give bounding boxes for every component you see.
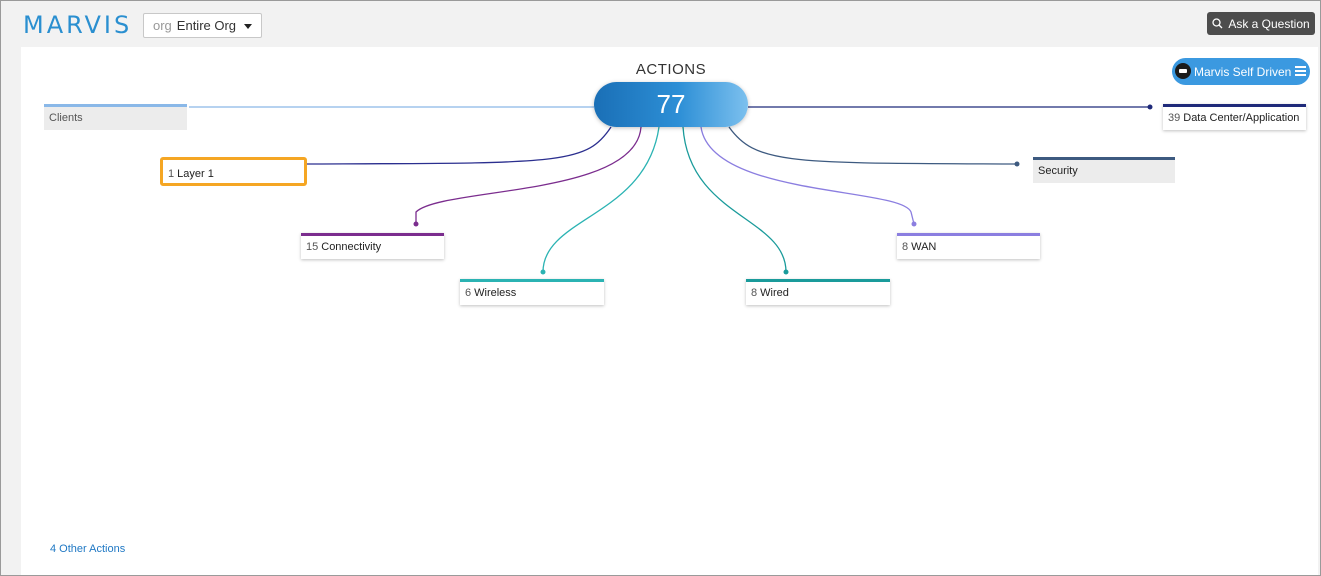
marvis-logo: MARVIS xyxy=(23,11,133,39)
ask-question-label: Ask a Question xyxy=(1228,16,1310,31)
category-label: Wired xyxy=(760,287,789,299)
total-actions-count[interactable]: 77 xyxy=(594,82,748,127)
link-connectivity xyxy=(415,126,642,224)
category-count: 8 xyxy=(751,287,758,299)
category-clients[interactable]: Clients xyxy=(44,104,187,130)
link-layer1 xyxy=(305,126,612,165)
category-security[interactable]: Security xyxy=(1033,157,1175,183)
connector-lines xyxy=(189,104,1153,275)
link-wireless xyxy=(542,126,660,273)
category-label: WAN xyxy=(911,241,937,253)
menu-icon xyxy=(1295,66,1306,76)
category-label: Clients xyxy=(49,112,83,124)
category-label: Connectivity xyxy=(321,241,382,253)
category-count: 15 xyxy=(306,241,319,253)
selection-highlight xyxy=(160,157,307,186)
category-label: Wireless xyxy=(474,287,517,299)
self-driven-label: Marvis Self Driven xyxy=(1194,64,1292,79)
category-label: Layer 1 xyxy=(177,168,214,180)
search-icon xyxy=(1212,18,1223,29)
category-count: 39 xyxy=(1168,112,1181,124)
other-actions-link[interactable]: 4 Other Actions xyxy=(50,543,126,555)
org-value: Entire Org xyxy=(176,18,237,33)
actions-title: ACTIONS xyxy=(635,61,707,78)
category-count: 8 xyxy=(902,241,909,253)
category-count: 1 xyxy=(168,168,175,180)
top-bar: MARVIS org Entire Org Ask a Question xyxy=(1,1,1320,47)
link-wan xyxy=(700,126,915,225)
category-label: Security xyxy=(1038,165,1078,177)
actions-panel: ACTIONS 77 Marvis Self Driven Clients 39… xyxy=(21,47,1318,575)
self-driven-button[interactable]: Marvis Self Driven xyxy=(1172,58,1310,85)
chevron-down-icon xyxy=(244,24,252,29)
marvis-icon xyxy=(1175,63,1191,79)
org-prefix: org xyxy=(153,18,172,33)
org-selector[interactable]: org Entire Org xyxy=(143,13,262,38)
link-wired xyxy=(682,126,787,273)
link-security xyxy=(728,126,1018,165)
category-label: Data Center/Application xyxy=(1183,112,1300,124)
category-count: 6 xyxy=(465,287,472,299)
ask-question-button[interactable]: Ask a Question xyxy=(1207,12,1315,35)
